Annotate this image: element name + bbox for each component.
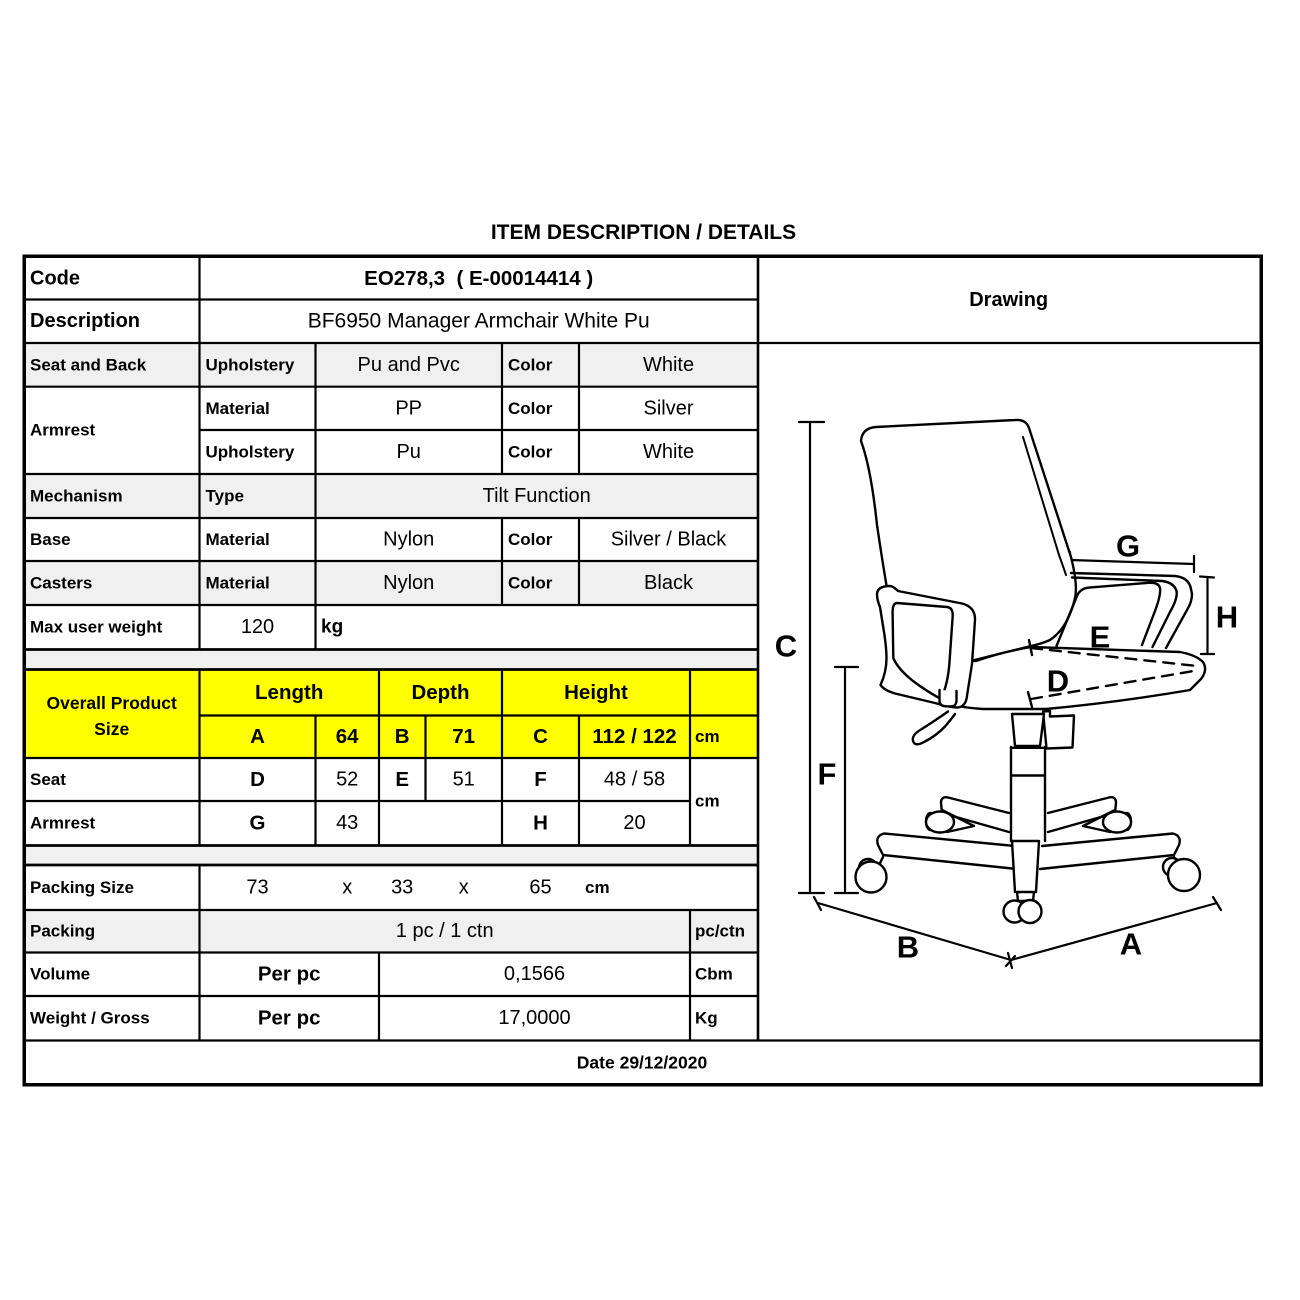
svg-text:Pu: Pu <box>396 441 420 463</box>
svg-text:H: H <box>1216 600 1238 635</box>
svg-text:C: C <box>775 629 797 664</box>
svg-text:Upholstery: Upholstery <box>206 443 295 462</box>
svg-text:Description: Description <box>30 310 140 332</box>
svg-text:Color: Color <box>508 574 553 593</box>
svg-text:Mechanism: Mechanism <box>30 487 123 506</box>
svg-text:cm: cm <box>695 792 720 811</box>
svg-text:Volume: Volume <box>30 965 90 984</box>
svg-text:ITEM DESCRIPTION / DETAILS: ITEM DESCRIPTION / DETAILS <box>491 221 796 244</box>
svg-text:Weight / Gross: Weight / Gross <box>30 1009 150 1028</box>
svg-text:Seat: Seat <box>30 770 66 789</box>
svg-text:White: White <box>643 354 694 376</box>
svg-text:1 pc / 1 ctn: 1 pc / 1 ctn <box>396 920 494 942</box>
svg-text:Color: Color <box>508 399 553 418</box>
svg-text:52: 52 <box>336 769 358 791</box>
svg-text:20: 20 <box>623 812 645 834</box>
svg-text:Armrest: Armrest <box>30 421 96 440</box>
svg-text:Height: Height <box>564 681 628 704</box>
svg-text:Pu and Pvc: Pu and Pvc <box>358 354 460 376</box>
svg-text:73: 73 <box>246 877 268 899</box>
svg-text:Drawing: Drawing <box>969 289 1048 311</box>
svg-text:EO278,3 ( E-00014414 ): EO278,3 ( E-00014414 ) <box>364 267 593 290</box>
svg-text:G: G <box>1116 529 1140 564</box>
svg-text:Packing: Packing <box>30 922 95 941</box>
svg-text:Armrest: Armrest <box>30 814 96 833</box>
svg-text:65: 65 <box>529 877 551 899</box>
svg-text:cm: cm <box>695 727 720 746</box>
svg-text:64: 64 <box>336 725 359 748</box>
svg-text:B: B <box>395 725 410 748</box>
svg-text:White: White <box>643 441 694 463</box>
svg-text:Upholstery: Upholstery <box>206 356 295 375</box>
svg-text:Casters: Casters <box>30 574 92 593</box>
svg-text:Size: Size <box>94 719 129 739</box>
svg-text:C: C <box>533 725 548 748</box>
svg-text:Code: Code <box>30 268 80 290</box>
svg-text:PP: PP <box>395 398 422 420</box>
svg-text:Per pc: Per pc <box>258 963 321 986</box>
svg-text:Color: Color <box>508 443 553 462</box>
svg-text:Base: Base <box>30 530 71 549</box>
svg-text:Overall Product: Overall Product <box>47 693 177 713</box>
svg-text:x: x <box>459 877 469 899</box>
svg-text:Date 29/12/2020: Date 29/12/2020 <box>577 1053 708 1073</box>
svg-text:71: 71 <box>452 725 475 748</box>
svg-text:Material: Material <box>206 574 270 593</box>
svg-text:E: E <box>395 768 409 791</box>
svg-text:Depth: Depth <box>411 681 469 704</box>
svg-text:Black: Black <box>644 572 694 594</box>
svg-text:112 / 122: 112 / 122 <box>592 725 676 748</box>
svg-text:Seat and Back: Seat and Back <box>30 356 147 375</box>
svg-text:A: A <box>250 725 265 748</box>
svg-text:Type: Type <box>206 487 244 506</box>
svg-text:G: G <box>250 812 266 835</box>
svg-text:120: 120 <box>241 616 274 638</box>
svg-text:Silver / Black: Silver / Black <box>611 529 728 551</box>
svg-text:E: E <box>1090 620 1111 655</box>
svg-text:A: A <box>1120 927 1142 962</box>
svg-text:Material: Material <box>206 399 270 418</box>
svg-text:33: 33 <box>391 877 413 899</box>
svg-text:cm: cm <box>585 878 610 897</box>
svg-text:B: B <box>897 930 919 965</box>
svg-text:Cbm: Cbm <box>695 965 733 984</box>
svg-text:43: 43 <box>336 812 358 834</box>
svg-text:51: 51 <box>453 769 475 791</box>
svg-text:Packing Size: Packing Size <box>30 878 134 897</box>
svg-text:Silver: Silver <box>643 398 693 420</box>
svg-text:F: F <box>818 757 837 792</box>
svg-text:BF6950 Manager Armchair White: BF6950 Manager Armchair White Pu <box>308 310 650 333</box>
svg-text:Material: Material <box>206 530 270 549</box>
svg-text:D: D <box>1047 664 1069 699</box>
svg-text:Color: Color <box>508 356 553 375</box>
svg-text:kg: kg <box>321 617 343 638</box>
svg-text:Tilt Function: Tilt Function <box>483 485 591 507</box>
svg-text:Nylon: Nylon <box>383 572 434 594</box>
svg-text:Nylon: Nylon <box>383 529 434 551</box>
svg-text:Per pc: Per pc <box>258 1007 321 1030</box>
svg-text:F: F <box>534 768 547 791</box>
svg-text:Color: Color <box>508 530 553 549</box>
svg-text:pc/ctn: pc/ctn <box>695 922 745 941</box>
svg-text:0,1566: 0,1566 <box>504 963 565 985</box>
svg-text:Max user weight: Max user weight <box>30 618 163 637</box>
svg-text:D: D <box>250 768 265 791</box>
svg-text:H: H <box>533 812 548 835</box>
svg-text:Length: Length <box>255 681 323 704</box>
svg-text:48 / 58: 48 / 58 <box>604 769 665 791</box>
svg-text:Kg: Kg <box>695 1009 718 1028</box>
svg-text:x: x <box>342 877 352 899</box>
svg-text:17,0000: 17,0000 <box>498 1007 570 1029</box>
